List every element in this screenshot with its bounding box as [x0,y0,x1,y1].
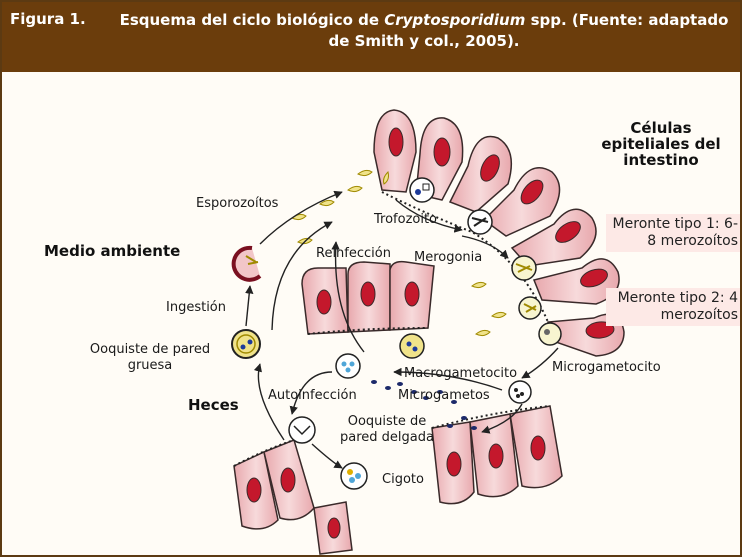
thick-oocyst-label: Ooquiste de pared gruesa [86,342,214,374]
meront-type1-box: Meronte tipo 1: 6-8 merozoítos [606,214,742,252]
caption-pre: Esquema del ciclo biológico de [120,11,385,29]
autoinfection-label: Autoinfección [268,388,357,403]
thin-oocyst-middle-icon [400,334,424,358]
epithelial-cells-bottom-right [432,406,562,504]
macrogametocyte-label: Macrogametocito [404,366,517,381]
figure-label: Figura 1. [10,10,86,28]
trophozoite-label: Trofozoito [374,212,437,227]
thin-oocyst-bottom-icon [289,417,315,443]
epithelial-cells-middle [302,262,434,334]
ingestion-label: Ingestión [166,300,226,315]
caption-genus: Cryptosporidium [384,11,525,29]
zygote-label: Cigoto [382,472,424,487]
microgametes-label: Microgametos [398,388,490,403]
environment-label: Medio ambiente [44,242,180,260]
meront-type1-icon [468,210,492,234]
zygote-middle-icon [336,354,360,378]
meront-type2-icon [519,297,541,319]
meront-type2-box: Meronte tipo 2: 4 merozoítos [606,288,742,326]
thick-oocyst-icon [232,330,260,358]
figure-header: Figura 1. Esquema del ciclo biológico de… [2,2,740,72]
thin-oocyst-label: Ooquiste de pared delgada [338,414,436,446]
meront-type1b-icon [512,256,536,280]
figure-caption: Esquema del ciclo biológico de Cryptospo… [114,10,734,52]
feces-label: Heces [188,396,239,414]
reinfection-label: Reinfección [316,246,391,261]
sporozoites-label: Esporozoítos [196,196,278,211]
zygote-bottom-icon [341,463,367,489]
merogony-label: Merogonia [414,250,482,265]
epithelial-cells-bottom-left [234,440,352,554]
microgametocyte-icon [539,323,561,345]
epithelial-cells-title: Células epiteliales del intestino [588,120,734,168]
macrogametocyte-icon [509,381,531,403]
microgametocyte-label: Microgametocito [552,360,661,375]
excysting-oocyst-icon [234,248,260,280]
trophozoite-icon [410,178,434,202]
